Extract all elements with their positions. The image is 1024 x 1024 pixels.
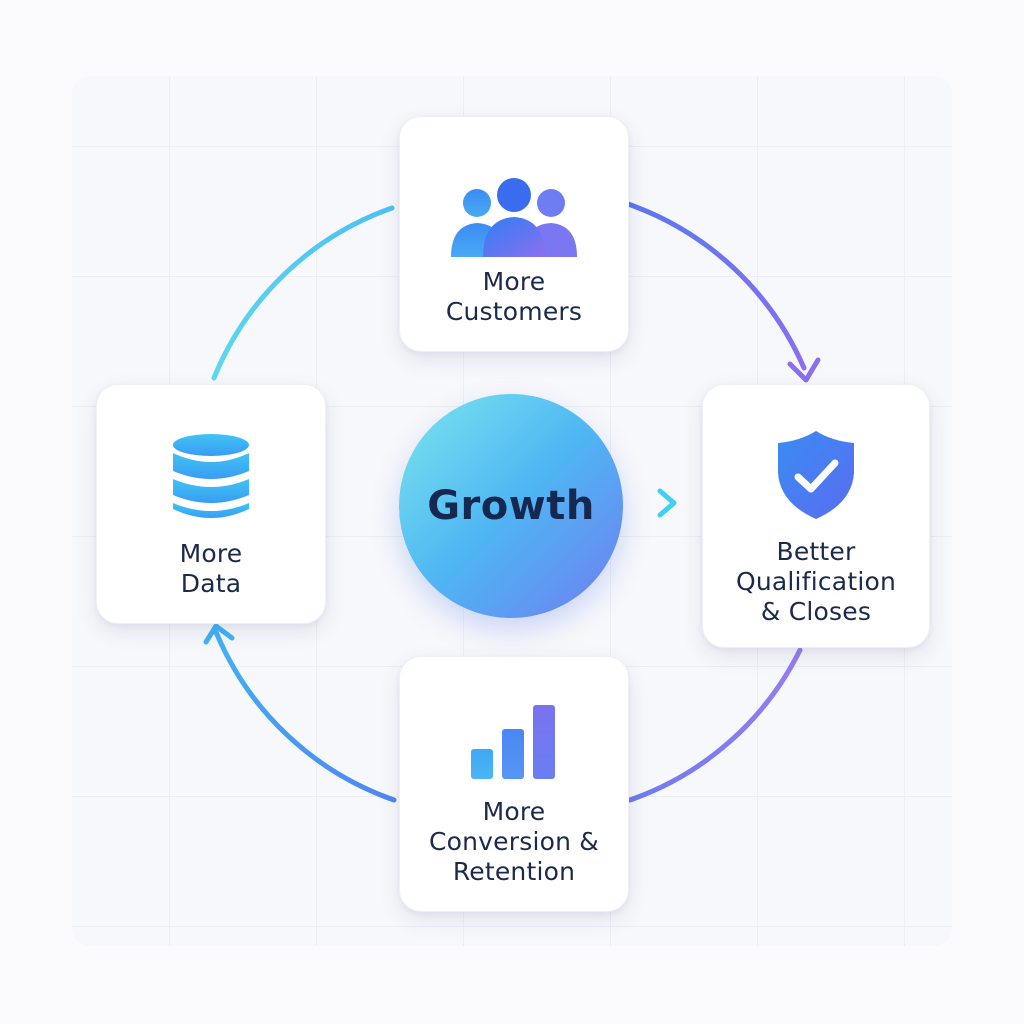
shield-check-icon	[774, 429, 858, 525]
label-line: More	[482, 267, 546, 296]
growth-label: Growth	[427, 483, 595, 529]
bar-chart-icon	[469, 703, 559, 785]
label-line: Better	[776, 537, 856, 566]
arrowhead-growth-right	[657, 488, 677, 518]
arrow-conversion-to-data	[213, 629, 397, 803]
node-better-qualification: Better Qualification & Closes	[702, 384, 930, 648]
arrow-data-to-customers	[211, 205, 395, 381]
label-line: Qualification	[735, 567, 897, 596]
label-line: & Closes	[760, 597, 872, 626]
users-group-icon	[449, 177, 579, 263]
arrow-customers-to-qualification	[625, 201, 807, 371]
arrowhead-qualification	[787, 357, 821, 383]
node-label: More Conversion & Retention	[400, 797, 628, 887]
arrowhead-data	[203, 623, 235, 645]
node-more-customers: More Customers	[399, 116, 629, 352]
label-line: More	[482, 797, 546, 826]
node-more-conversion: More Conversion & Retention	[399, 656, 629, 912]
database-icon	[171, 433, 251, 527]
label-line: Data	[180, 569, 242, 598]
node-label: Better Qualification & Closes	[703, 537, 929, 627]
label-line: More	[179, 539, 243, 568]
node-more-data: More Data	[96, 384, 326, 624]
node-label: More Customers	[400, 267, 628, 327]
label-line: Customers	[445, 297, 583, 326]
node-label: More Data	[97, 539, 325, 599]
label-line: Retention	[452, 857, 576, 886]
label-line: Conversion &	[428, 827, 599, 856]
arrow-qualification-to-conversion	[627, 647, 803, 803]
growth-center-node: Growth	[399, 394, 623, 618]
